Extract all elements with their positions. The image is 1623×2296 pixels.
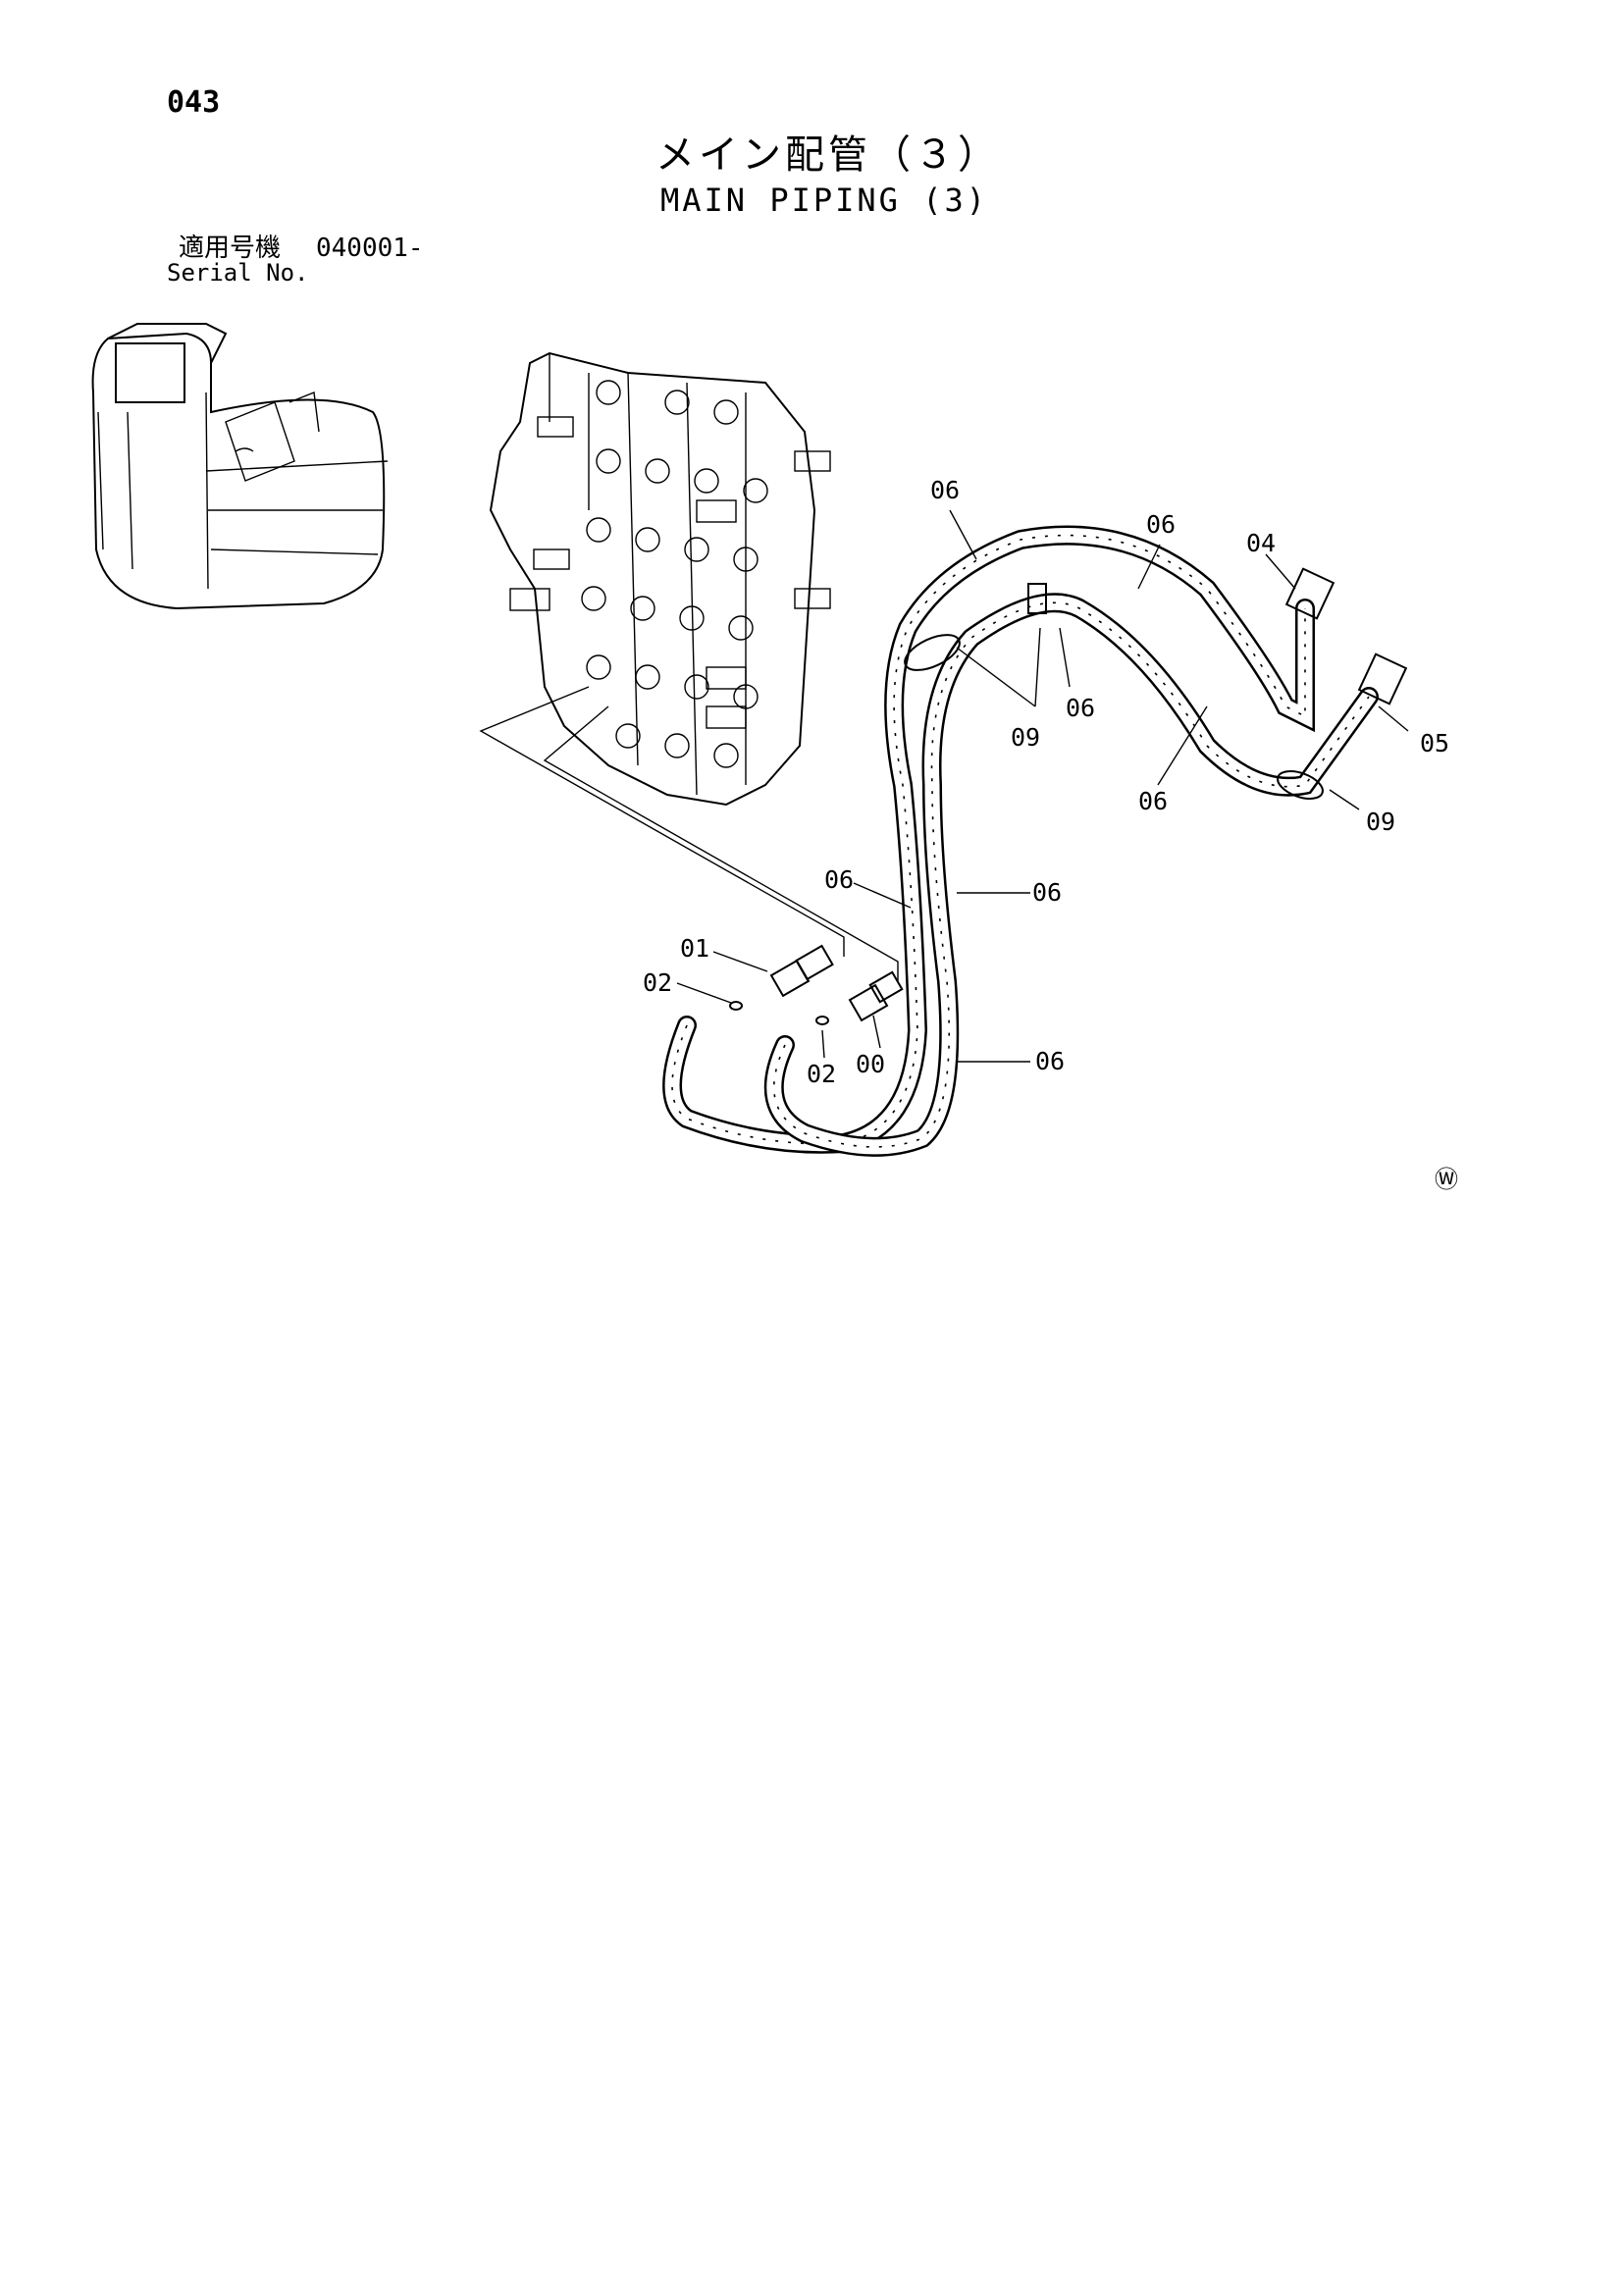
control-valve-block — [489, 351, 831, 807]
serial-label-english: Serial No. — [167, 259, 309, 287]
callout-01-fitting: 01 — [680, 934, 709, 963]
callout-06-hose: 06 — [1138, 787, 1168, 815]
leader-lines — [479, 686, 899, 981]
callout-05-hose: 05 — [1420, 729, 1449, 757]
callout-06-hose: 06 — [1035, 1047, 1065, 1075]
serial-number: 040001- — [316, 234, 424, 263]
machine-overview-illustration — [91, 323, 389, 610]
callout-00-fitting: 00 — [856, 1050, 885, 1078]
hose-assemblies — [662, 525, 1408, 1157]
callout-06-hose: 06 — [1146, 510, 1176, 539]
callout-06-hose: 06 — [1066, 694, 1095, 722]
callout-06-hose: 06 — [824, 865, 854, 894]
page-title-english: MAIN PIPING (3) — [660, 182, 988, 219]
callout-leaders — [676, 509, 1409, 1063]
callout-02-o-ring: 02 — [643, 968, 672, 997]
callout-09-clamp: 09 — [1366, 808, 1395, 836]
serial-label-japanese: 適用号機 — [179, 234, 282, 263]
callout-06-hose: 06 — [930, 476, 960, 504]
callout-02-o-ring: 02 — [807, 1060, 836, 1088]
callout-06-hose: 06 — [1032, 878, 1062, 907]
page-title-japanese: メイン配管（３） — [655, 132, 1001, 178]
watermark-w-symbol: Ⓦ — [1435, 1166, 1458, 1193]
fittings — [729, 944, 904, 1025]
callout-04-hose: 04 — [1246, 529, 1276, 557]
page-number: 043 — [167, 85, 221, 120]
callout-09-clamp: 09 — [1011, 723, 1040, 752]
